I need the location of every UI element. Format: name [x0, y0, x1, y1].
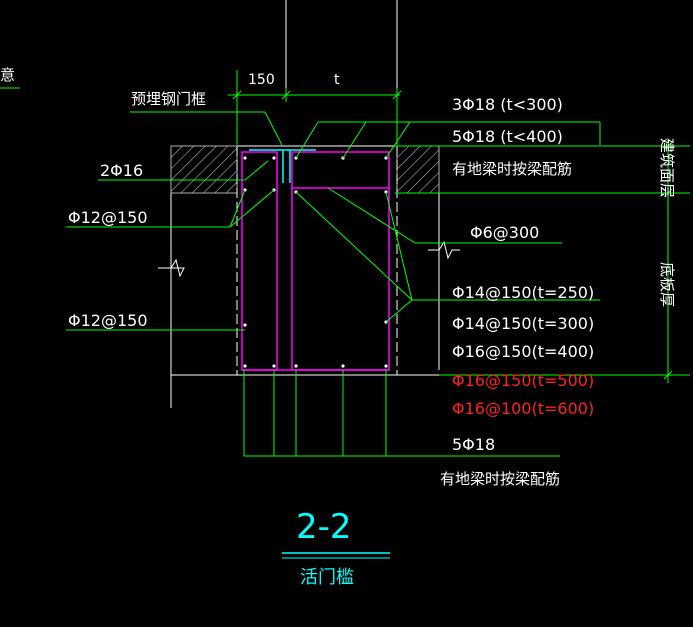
bottom-bars-5phi18: 5Φ18	[452, 435, 495, 454]
bar-list-item-2: Φ14@150(t=300)	[452, 314, 594, 333]
side-label-slab: 底板厚	[658, 262, 676, 307]
bar-list-item-1: Φ14@150(t=250)	[452, 283, 594, 302]
top-guide-lines	[285, 0, 398, 95]
embed-frame-label: 预埋钢门框	[131, 90, 206, 108]
bar-2phi16-label: 2Φ16	[100, 161, 143, 180]
top-bars-5phi18: 5Φ18 (t<400)	[452, 127, 563, 146]
side-label-finish: 建筑面层	[658, 138, 676, 198]
top-bars-note: 有地梁时按梁配筋	[452, 160, 572, 178]
left-edge-text: 意	[0, 66, 15, 84]
slab-outline	[158, 193, 460, 408]
section-name: 活门槛	[300, 567, 354, 588]
bottom-bars-note: 有地梁时按梁配筋	[440, 470, 560, 488]
finish-layer-left	[170, 145, 238, 194]
bar-phi12-upper-label: Φ12@150	[68, 208, 148, 227]
dimension-t: t	[334, 72, 340, 88]
bar-list-item-5: Φ16@100(t=600)	[452, 399, 594, 418]
finish-layer-right	[396, 145, 440, 194]
bar-phi12-lower-label: Φ12@150	[68, 311, 148, 330]
bar-list-item-3: Φ16@150(t=400)	[452, 342, 594, 361]
reinforcement-cages	[241, 151, 390, 371]
embedded-steel-frame	[249, 149, 316, 183]
top-bars-3phi18: 3Φ18 (t<300)	[452, 95, 563, 114]
stirrup-label: Φ6@300	[470, 223, 539, 242]
section-number: 2-2	[296, 507, 352, 547]
threshold-body-lines	[236, 145, 398, 375]
dimension-150: 150	[248, 72, 275, 88]
bar-list-item-4: Φ16@150(t=500)	[452, 371, 594, 390]
leader-lines	[0, 70, 690, 457]
